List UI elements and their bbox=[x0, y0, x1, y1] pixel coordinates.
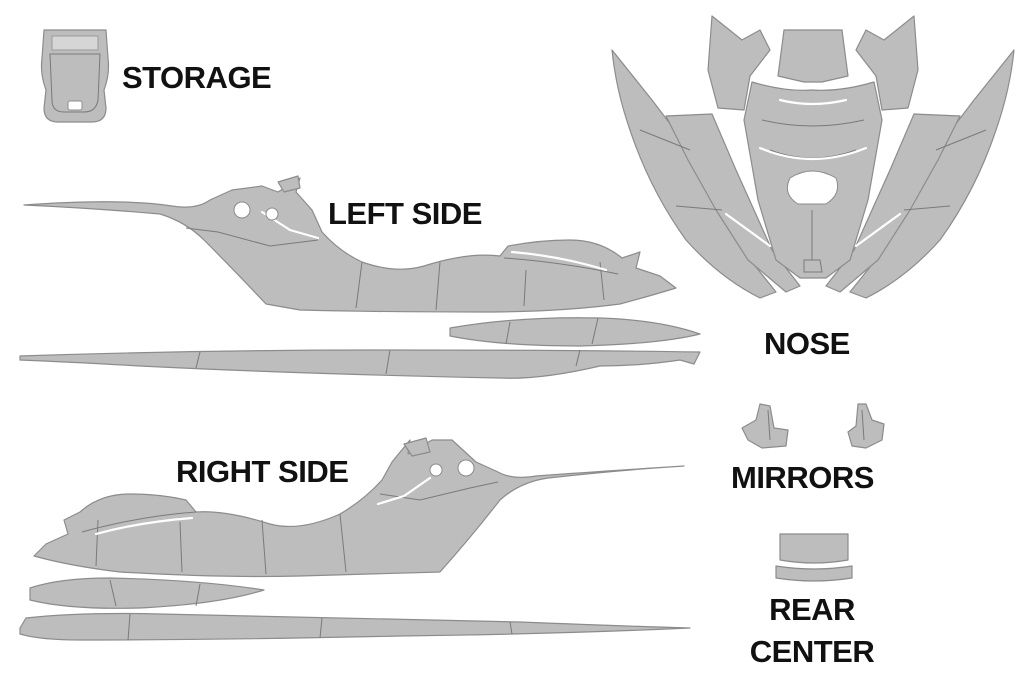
nose-piece[interactable] bbox=[611, 0, 1015, 299]
mirror-left-piece[interactable] bbox=[741, 403, 789, 449]
left-side-label: LEFT SIDE bbox=[328, 196, 482, 231]
rear-center-label-line1: REAR bbox=[769, 592, 855, 627]
left-side-strip-lower[interactable] bbox=[19, 349, 701, 379]
mirrors-label: MIRRORS bbox=[731, 460, 874, 495]
storage-label: STORAGE bbox=[122, 60, 272, 95]
mirror-right-piece[interactable] bbox=[847, 403, 885, 449]
right-side-strip-lower[interactable] bbox=[19, 612, 691, 641]
right-side-label: RIGHT SIDE bbox=[176, 454, 349, 489]
left-side-piece[interactable] bbox=[23, 175, 677, 313]
rear-center-piece[interactable] bbox=[775, 533, 853, 582]
right-side-piece[interactable] bbox=[33, 437, 685, 578]
rear-center-label-line2: CENTER bbox=[749, 634, 875, 669]
storage-piece[interactable] bbox=[40, 29, 110, 123]
right-side-strip-upper[interactable] bbox=[29, 577, 265, 609]
left-side-strip-upper[interactable] bbox=[449, 317, 701, 347]
nose-label: NOSE bbox=[764, 326, 850, 361]
